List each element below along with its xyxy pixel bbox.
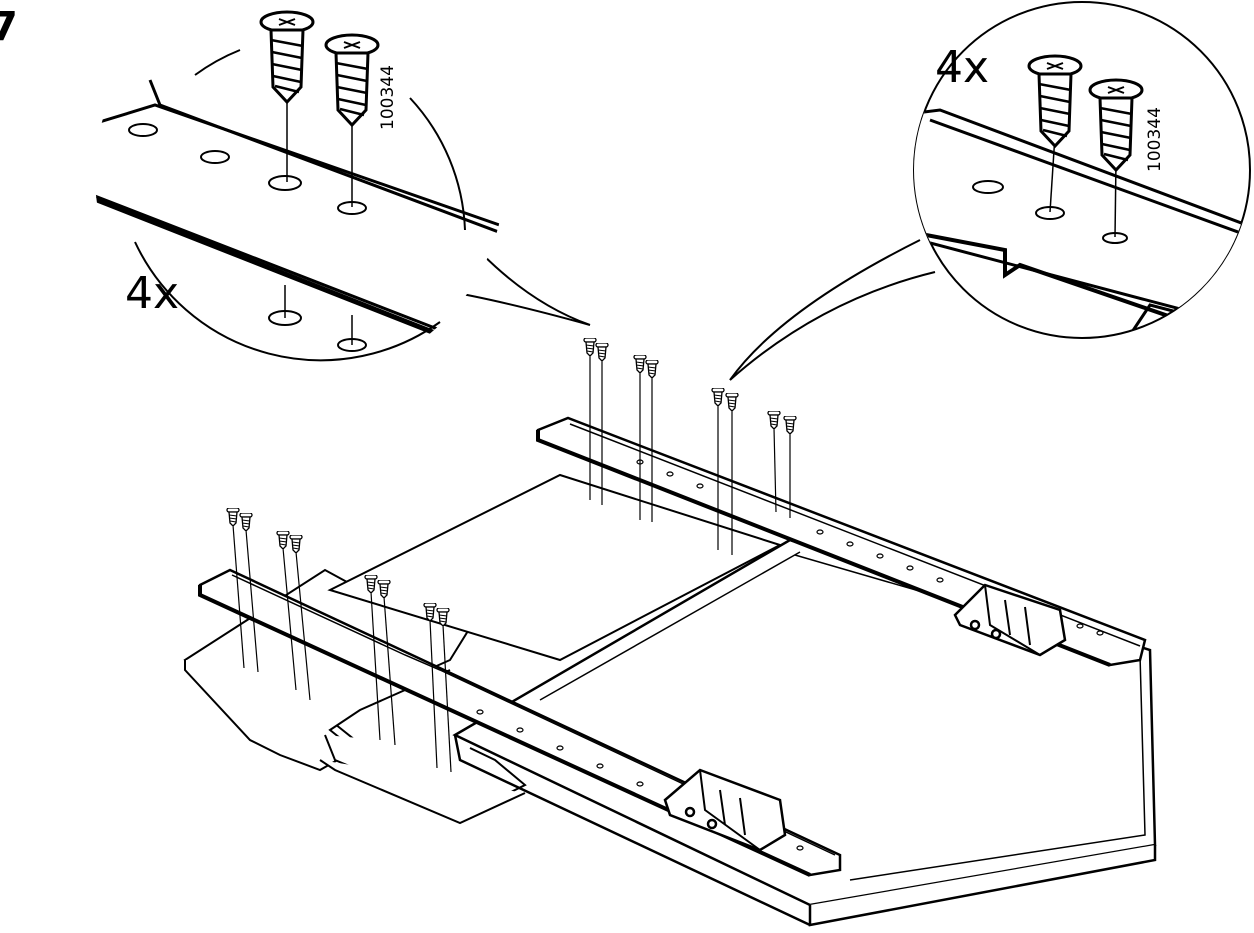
zoomed-rail-left [95, 79, 505, 352]
bracket-front [663, 768, 787, 852]
rail-holes [476, 459, 1104, 851]
bracket-back [953, 583, 1067, 657]
part-number-right: 100344 [1145, 107, 1165, 172]
screws-back-rail [583, 338, 797, 555]
screws-front-rail [226, 508, 452, 773]
callout-left: 4x 100344 [95, 0, 591, 380]
quantity-label-left: 4x [125, 268, 179, 319]
callout-right: 4x 100344 [729, 1, 1251, 381]
step-number: 7 [0, 4, 18, 50]
zoomed-rail-right [914, 108, 1250, 336]
part-number-left: 100344 [378, 65, 398, 130]
quantity-label-right: 4x [935, 42, 989, 93]
